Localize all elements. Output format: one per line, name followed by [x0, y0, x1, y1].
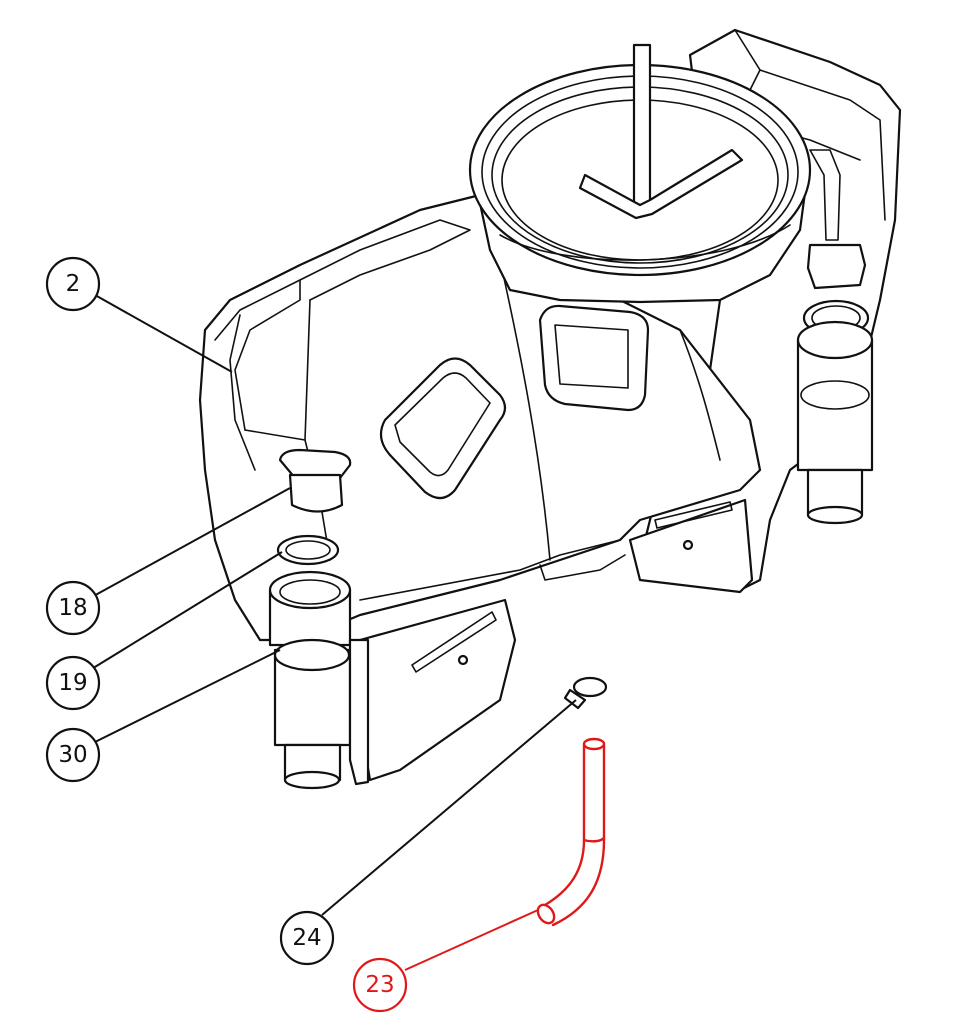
cap-part-18 [278, 448, 352, 513]
callout-30-circle [45, 727, 101, 783]
valve-30-top [268, 570, 352, 610]
right-valve-body [796, 338, 874, 472]
flange-left-slot [411, 611, 497, 673]
flange-right-hole [682, 539, 694, 551]
callout-19-label: 19 [58, 670, 87, 696]
leader-24 [321, 699, 577, 916]
valve-30-bracket [348, 638, 370, 786]
cap-body [288, 473, 344, 513]
housing-center-seam [304, 299, 311, 441]
callout-23: 23 [352, 957, 408, 1013]
housing-rear-ridge [734, 29, 886, 221]
valve-30-top-inner [279, 579, 341, 605]
internal-pipe-vertical [632, 43, 652, 207]
callout-19-circle [45, 655, 101, 711]
hose-bend-line [582, 836, 606, 843]
leader-2 [94, 294, 233, 373]
top-ring [468, 43, 812, 304]
leader-19 [89, 551, 283, 671]
callout-18: 18 [45, 580, 101, 636]
housing-top-edge [299, 219, 471, 301]
leader-30 [94, 649, 281, 743]
clamp-ring [572, 676, 608, 698]
valve-30-mid [273, 638, 351, 672]
callout-24-label: 24 [292, 925, 321, 951]
callout-2-label: 2 [66, 271, 81, 297]
callout-18-label: 18 [58, 595, 87, 621]
inner-bowl-line [499, 224, 791, 261]
housing-lower-crease-2 [539, 554, 626, 581]
window-cover-right [538, 304, 650, 412]
callout-bubbles: 2 18 19 30 24 23 [45, 256, 408, 1013]
right-valve-mid [800, 380, 870, 410]
window-cover-right-inner [554, 324, 629, 389]
callout-24-circle [279, 910, 335, 966]
callout-23-circle [352, 957, 408, 1013]
internal-pipe-bend [578, 148, 744, 220]
callout-2-circle [45, 256, 101, 312]
oring-part-19 [276, 534, 340, 566]
valve-30-outlet-end [283, 770, 341, 790]
callout-23-label: 23 [365, 972, 394, 998]
callout-18-circle [45, 580, 101, 636]
cap-wings [278, 448, 352, 480]
clamp-part-24 [563, 676, 608, 710]
flange-left-hole [457, 654, 469, 666]
clamp-tab [563, 688, 587, 710]
right-valve-stack [796, 149, 874, 525]
housing-left-rim [214, 279, 301, 431]
housing-side-curve-2 [679, 329, 721, 461]
right-valve-top [796, 320, 874, 360]
callout-2: 2 [45, 256, 101, 312]
callout-leaders [89, 294, 577, 971]
leader-23 [404, 909, 539, 971]
callout-30-label: 30 [58, 742, 87, 768]
callout-24: 24 [279, 910, 335, 966]
right-cap [806, 243, 867, 290]
housing-side-curve [499, 259, 551, 561]
callout-19: 19 [45, 655, 101, 711]
window-cover-left-inner [394, 372, 491, 477]
callout-30: 30 [45, 727, 101, 783]
hose-top-end [582, 737, 606, 751]
leader-18 [89, 487, 291, 599]
right-valve-outlet-end [806, 505, 864, 525]
oring-19-inner [285, 540, 331, 560]
hose-bottom-end [536, 903, 556, 925]
flange-right-slot [654, 501, 733, 529]
valve-part-30 [268, 570, 370, 790]
housing-lower-crease [359, 519, 641, 601]
window-cover-left [379, 357, 507, 500]
main-housing [198, 28, 902, 782]
hose-part-23 [536, 737, 606, 927]
housing-left-rim-2 [229, 314, 256, 471]
right-pipe [809, 149, 841, 241]
hose-outline [543, 743, 606, 927]
mounting-flange-left [358, 598, 517, 782]
